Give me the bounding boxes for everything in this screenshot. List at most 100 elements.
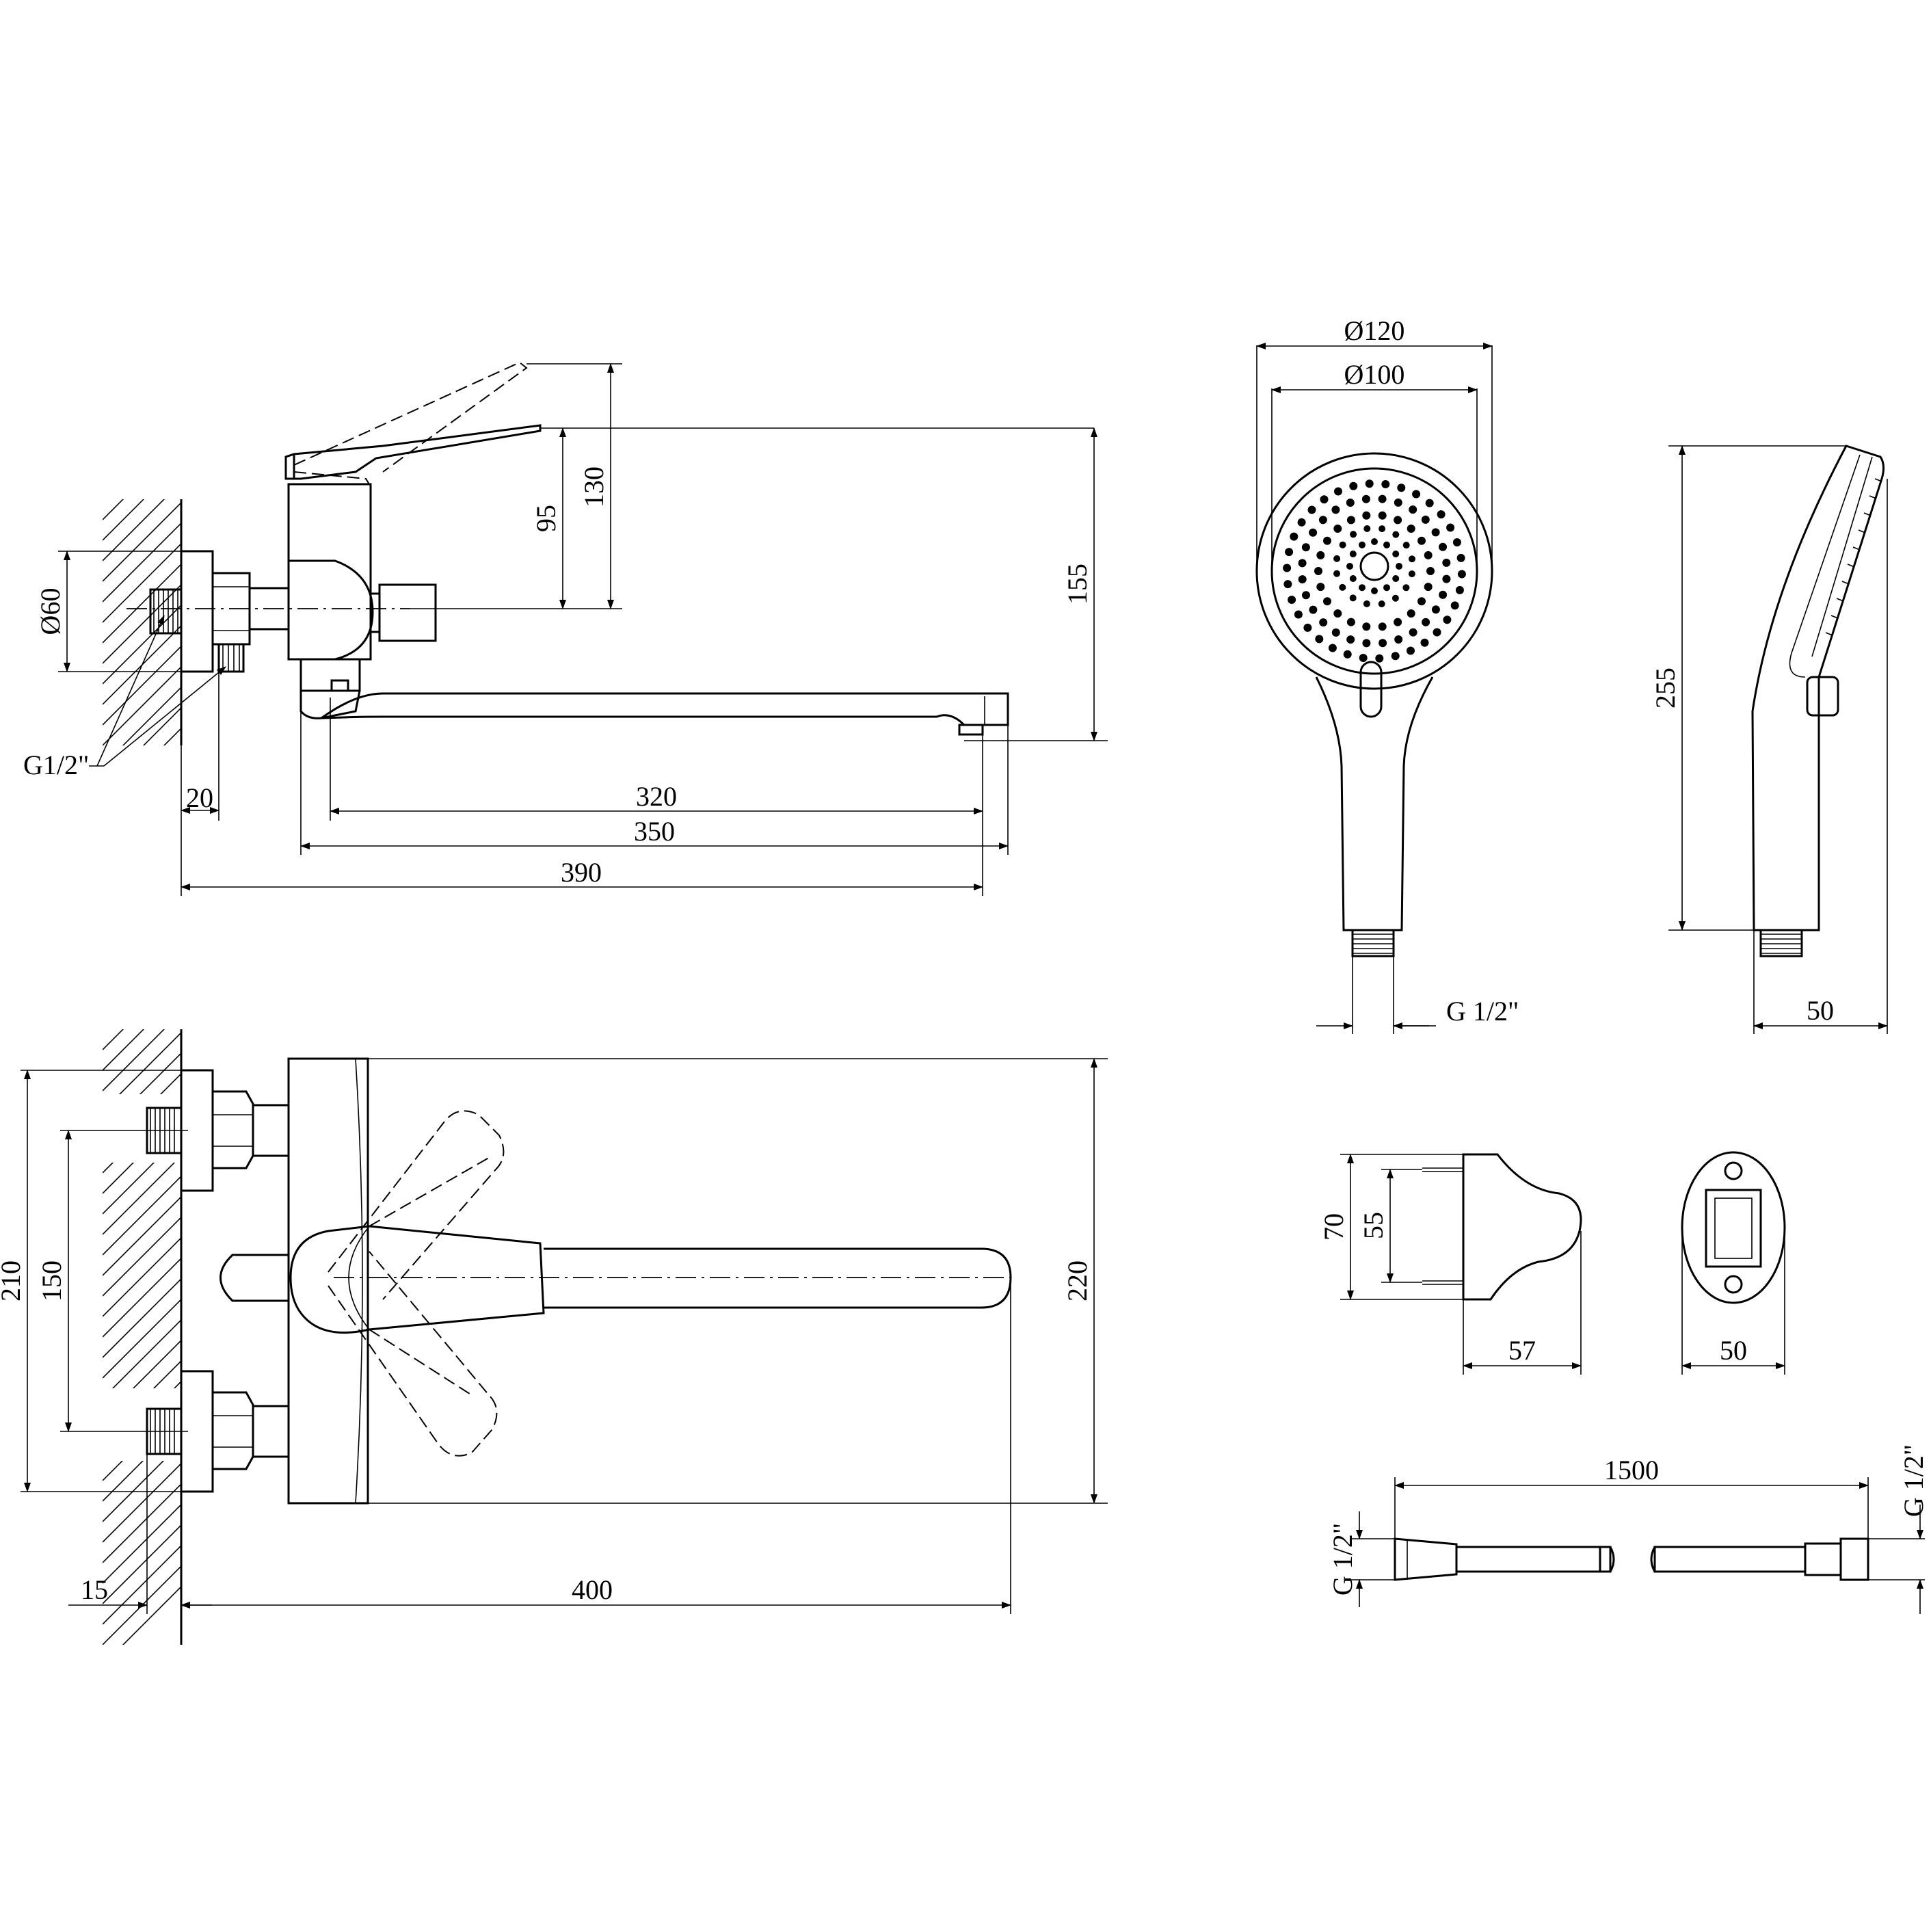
nozzle-dot bbox=[1446, 523, 1455, 532]
dim-210: 210 bbox=[0, 1260, 26, 1301]
nozzle-dot bbox=[1396, 563, 1402, 570]
dim-155: 155 bbox=[1062, 564, 1093, 605]
nozzle-dot bbox=[1346, 499, 1355, 507]
dim-350: 350 bbox=[634, 816, 675, 847]
nozzle-dot bbox=[1417, 536, 1426, 545]
nozzle-dot bbox=[1298, 559, 1307, 568]
nozzle-dot bbox=[1309, 528, 1318, 537]
nozzle-dot bbox=[1383, 541, 1390, 548]
shower-head-side bbox=[1751, 445, 1885, 957]
nozzle-dot bbox=[1371, 538, 1378, 545]
nozzle-dot bbox=[1378, 622, 1387, 631]
dim-400: 400 bbox=[572, 1574, 613, 1605]
dim-thread-shower: G 1/2" bbox=[1446, 996, 1519, 1027]
shower-front-dimensions: Ø120 Ø100 G 1/2" bbox=[1256, 315, 1519, 1034]
faucet-side-view bbox=[103, 361, 1009, 745]
nozzle-dot bbox=[1439, 590, 1448, 599]
faucet-top-view bbox=[103, 1029, 1012, 1645]
nozzle-dot bbox=[1331, 628, 1340, 637]
nozzle-dot bbox=[1307, 505, 1316, 514]
nozzle-dot bbox=[1346, 635, 1355, 644]
shower-side-dimensions: 255 50 bbox=[1650, 445, 1888, 1034]
nozzle-dot bbox=[1443, 616, 1452, 624]
nozzle-dot bbox=[1309, 605, 1318, 614]
holder-dimensions: 70 55 57 50 bbox=[1318, 1154, 1785, 1375]
dim-1500: 1500 bbox=[1604, 1455, 1659, 1485]
nozzle-dot bbox=[1409, 628, 1417, 637]
nozzle-dot bbox=[1288, 596, 1296, 604]
nozzle-dot bbox=[1431, 605, 1440, 614]
nozzle-dot bbox=[1316, 551, 1325, 559]
nozzle-dot bbox=[1349, 481, 1358, 490]
nozzle-dot bbox=[1362, 639, 1371, 648]
nozzle-dot bbox=[1394, 635, 1403, 644]
nozzle-dot bbox=[1425, 499, 1434, 507]
nozzle-dot bbox=[1407, 609, 1415, 618]
nozzle-dot bbox=[1350, 531, 1357, 538]
nozzle-dot bbox=[1412, 490, 1421, 499]
nozzle-dot bbox=[1363, 525, 1371, 532]
nozzle-dot bbox=[1301, 543, 1310, 552]
dim-57: 57 bbox=[1508, 1335, 1536, 1366]
nozzle-dot bbox=[1431, 528, 1440, 537]
nozzle-dot bbox=[1349, 551, 1357, 557]
hose bbox=[1394, 1537, 1869, 1581]
dim-diameter-120: Ø120 bbox=[1344, 315, 1405, 346]
nozzle-dot bbox=[1363, 600, 1370, 607]
dim-95: 95 bbox=[531, 505, 561, 532]
nozzle-dot bbox=[1316, 583, 1325, 592]
nozzle-dot bbox=[1457, 570, 1466, 579]
nozzle-dot bbox=[1452, 538, 1461, 546]
nozzle-dot bbox=[1424, 551, 1433, 559]
nozzle-dot bbox=[1365, 479, 1374, 488]
nozzle-dot bbox=[1290, 532, 1299, 541]
nozzle-dot bbox=[1315, 635, 1324, 644]
dim-220: 220 bbox=[1062, 1260, 1093, 1301]
dim-55: 55 bbox=[1358, 1212, 1389, 1239]
nozzle-dot bbox=[1331, 505, 1340, 514]
nozzle-dot bbox=[1378, 511, 1387, 520]
nozzle-dot bbox=[1439, 542, 1447, 551]
nozzle-dot bbox=[1381, 480, 1390, 488]
nozzle-dot bbox=[1394, 516, 1402, 525]
nozzle-dot bbox=[1285, 548, 1294, 557]
nozzle-dot bbox=[1283, 580, 1292, 589]
nozzle-dot bbox=[1409, 505, 1417, 514]
nozzle-dot bbox=[1394, 618, 1402, 626]
dim-diameter-100: Ø100 bbox=[1344, 359, 1405, 390]
nozzle-dot bbox=[1359, 541, 1366, 548]
nozzle-dot bbox=[1323, 597, 1331, 606]
nozzle-dot bbox=[1339, 541, 1346, 548]
dim-70: 70 bbox=[1318, 1213, 1349, 1241]
nozzle-dot bbox=[1349, 594, 1357, 602]
nozzle-dot bbox=[1323, 536, 1331, 545]
nozzle-dot bbox=[1283, 564, 1292, 572]
nozzle-dot bbox=[1339, 583, 1346, 591]
dim-255: 255 bbox=[1650, 667, 1681, 709]
nozzle-dot bbox=[1334, 487, 1342, 496]
nozzle-dot bbox=[1392, 531, 1400, 538]
nozzle-dot bbox=[1379, 525, 1386, 533]
holder-front bbox=[1681, 1151, 1786, 1304]
nozzle-dot bbox=[1333, 555, 1341, 562]
nozzle-dot bbox=[1392, 551, 1400, 557]
nozzle-dot bbox=[1375, 654, 1384, 663]
nozzle-dot bbox=[1362, 511, 1371, 520]
nozzle-dot bbox=[1333, 609, 1342, 618]
nozzle-dot bbox=[1328, 644, 1337, 652]
nozzle-dot bbox=[1343, 650, 1352, 659]
nozzle-dot bbox=[1320, 495, 1329, 504]
dim-thread-hose-right: G 1/2" bbox=[1898, 1444, 1929, 1517]
nozzle-dot bbox=[1314, 567, 1322, 575]
nozzle-dot bbox=[1361, 494, 1370, 503]
nozzle-dot bbox=[1318, 516, 1327, 525]
dim-20: 20 bbox=[186, 782, 213, 813]
nozzle-dot bbox=[1378, 494, 1387, 503]
hose-dimensions: 1500 G 1/2" G 1/2" bbox=[1327, 1444, 1929, 1614]
nozzle-dot bbox=[1303, 623, 1312, 632]
nozzle-dot bbox=[1391, 652, 1400, 661]
nozzle-dot bbox=[1378, 600, 1385, 607]
nozzle-dot bbox=[1402, 542, 1410, 549]
nozzle-dot bbox=[1391, 594, 1399, 602]
